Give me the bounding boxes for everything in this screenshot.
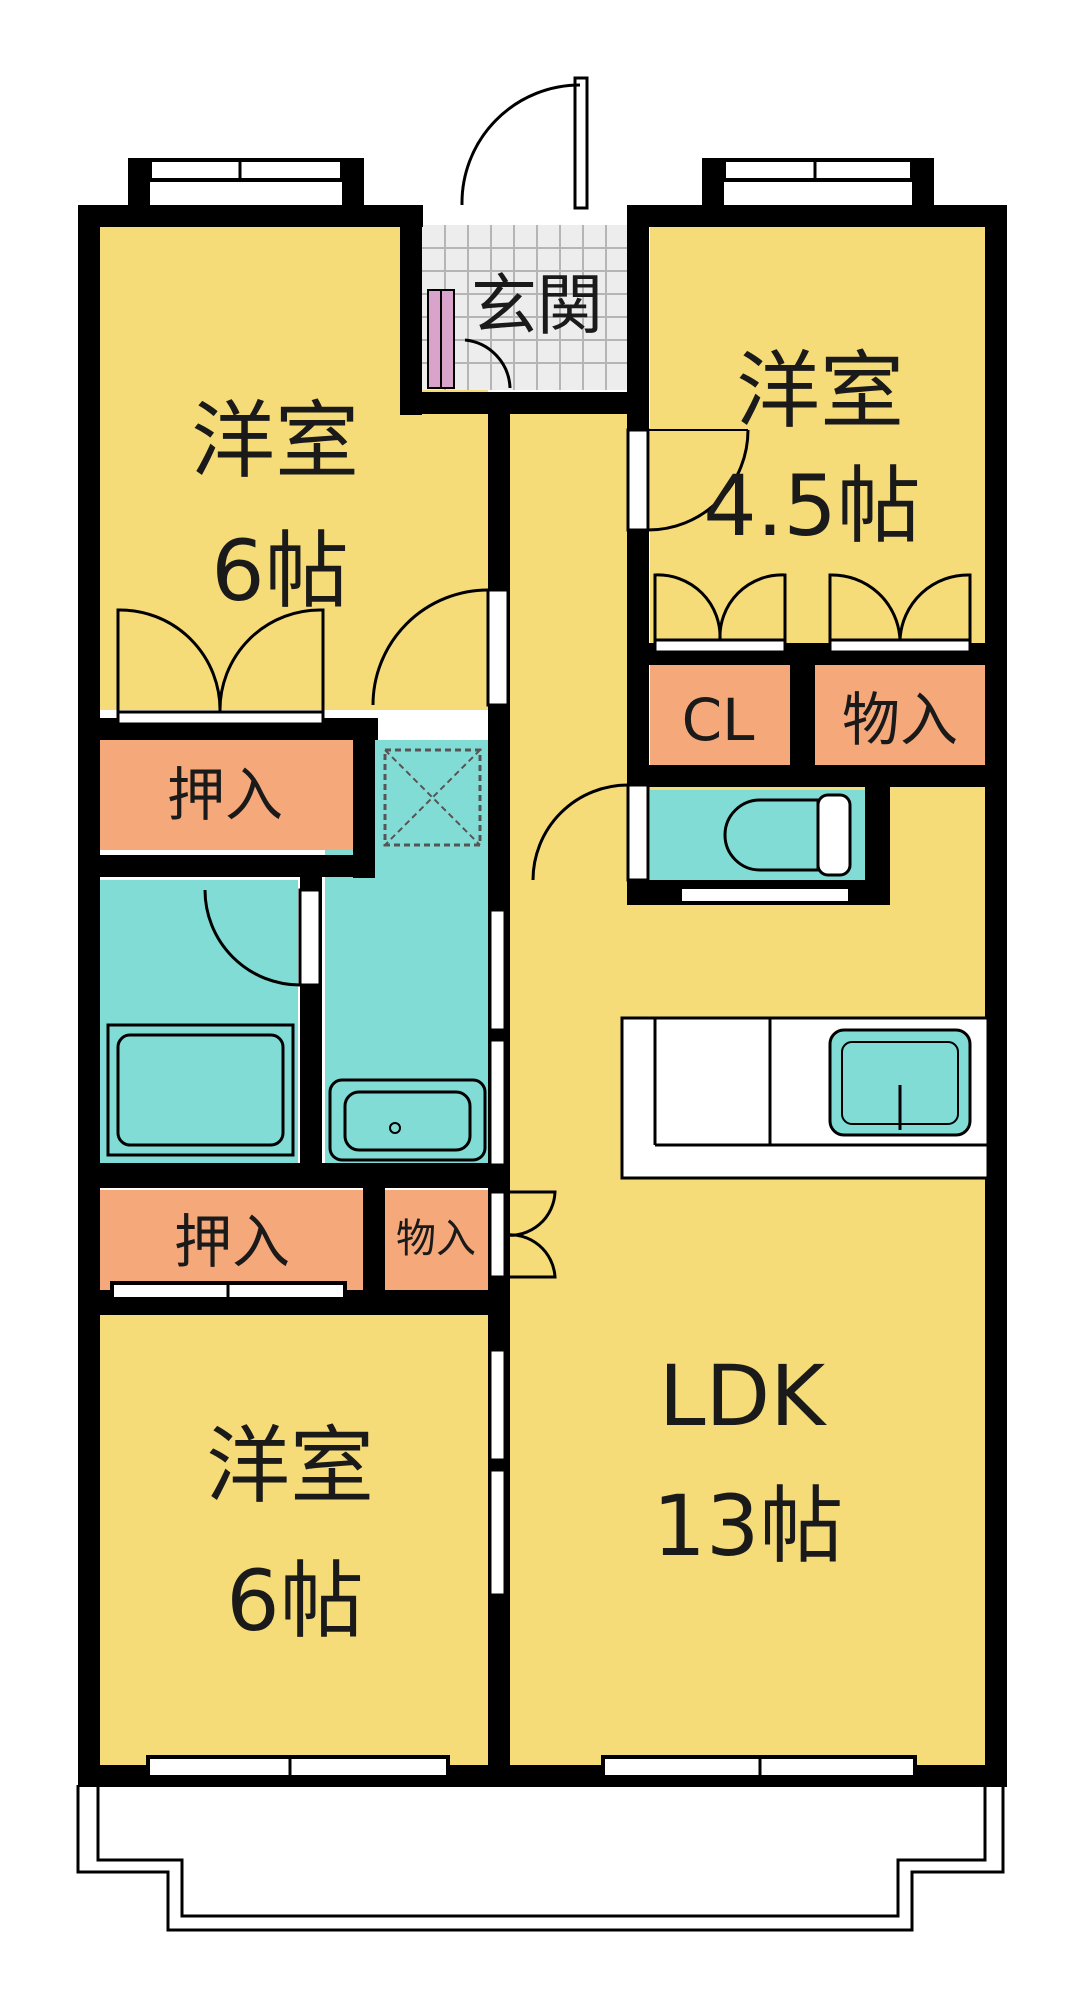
bathtub bbox=[106, 1023, 295, 1157]
room-nw-name: 洋室 bbox=[191, 392, 359, 490]
toilet bbox=[723, 793, 852, 877]
storage-small-label: 物入 bbox=[396, 1216, 476, 1262]
bath-fill bbox=[98, 880, 298, 1165]
room-sw-name: 洋室 bbox=[206, 1417, 374, 1515]
room-sw-size: 6帖 bbox=[226, 1552, 363, 1650]
windows bbox=[110, 158, 917, 1779]
closet-cl-fill bbox=[650, 665, 790, 765]
labels: 玄関 洋室 6帖 洋室 4.5帖 CL 物入 押入 押入 物入 洋室 6帖 LD… bbox=[167, 267, 958, 1650]
oshiire-lower-fill bbox=[98, 1190, 363, 1290]
room-sw-fill bbox=[98, 1315, 488, 1765]
storage-ne-fill bbox=[815, 665, 990, 765]
closet-cl-label: CL bbox=[682, 686, 755, 754]
oshiire-lower-label: 押入 bbox=[174, 1208, 290, 1276]
laundry-pan bbox=[383, 748, 482, 847]
storage-ne-label: 物入 bbox=[842, 686, 958, 754]
kitchen-sink bbox=[828, 1028, 972, 1137]
balcony bbox=[76, 1785, 1005, 1932]
ldk-size: 13帖 bbox=[653, 1477, 844, 1575]
ldk-name: LDK bbox=[659, 1347, 827, 1445]
fixtures bbox=[106, 748, 990, 1180]
oshiire-upper-label: 押入 bbox=[167, 761, 283, 829]
entrance-label: 玄関 bbox=[471, 267, 603, 344]
room-ne-fill bbox=[650, 220, 990, 650]
washbasin bbox=[328, 1078, 487, 1162]
room-nw-size: 6帖 bbox=[211, 522, 348, 620]
kitchen-counter bbox=[620, 1016, 990, 1180]
oshiire-upper-fill bbox=[98, 740, 353, 850]
room-ne-size: 4.5帖 bbox=[703, 457, 921, 555]
entrance-floor bbox=[422, 225, 627, 390]
room-ne-name: 洋室 bbox=[736, 342, 904, 440]
ldk-fill bbox=[510, 785, 990, 1765]
ldk-fill-upper bbox=[875, 785, 990, 825]
storage-small-fill bbox=[385, 1190, 488, 1290]
doors bbox=[116, 76, 972, 1597]
